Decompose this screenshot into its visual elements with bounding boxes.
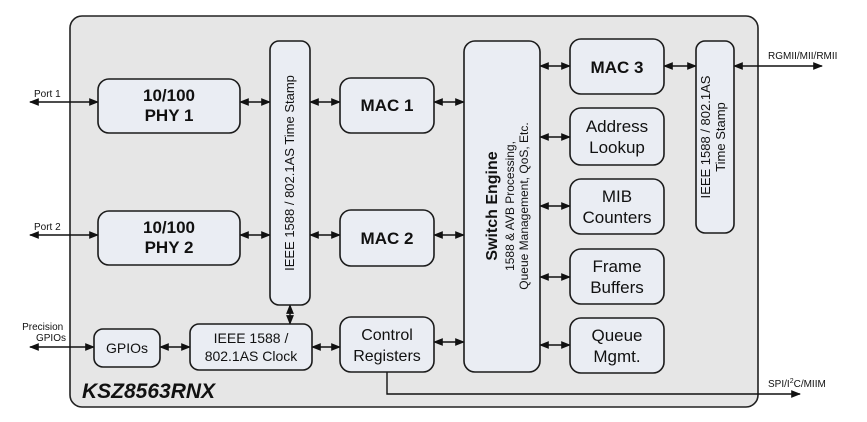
svg-text:Buffers: Buffers (590, 278, 644, 297)
queue-mgmt-block: Queue Mgmt. (569, 317, 665, 374)
svg-text:IEEE 1588 / 802.1AS: IEEE 1588 / 802.1AS (698, 75, 713, 198)
mac1-block: MAC 1 (339, 77, 435, 134)
mac3-block: MAC 3 (569, 38, 665, 95)
control-spi-link (386, 372, 801, 398)
svg-text:Counters: Counters (583, 208, 652, 227)
mac2-block: MAC 2 (339, 209, 435, 267)
mib-counters-block: MIB Counters (569, 178, 665, 235)
gpios-block: GPIOs (93, 328, 161, 368)
svg-text:GPIOs: GPIOs (106, 340, 148, 356)
clock-block: IEEE 1588 / 802.1AS Clock (189, 323, 313, 371)
svg-text:802.1AS Clock: 802.1AS Clock (205, 348, 299, 364)
rgmii-label: RGMII/MII/RMII (768, 51, 837, 62)
time-stamp-left-block: IEEE 1588 / 802.1AS Time Stamp (269, 40, 311, 306)
connections (29, 62, 823, 398)
svg-text:Address: Address (586, 117, 648, 136)
address-lookup-block: Address Lookup (569, 107, 665, 166)
svg-text:MAC 1: MAC 1 (361, 96, 414, 115)
svg-text:MIB: MIB (602, 187, 632, 206)
spi-label: SPI/I2C/MIIM (768, 378, 826, 390)
svg-text:Registers: Registers (353, 348, 421, 365)
port2-label: Port 2 (34, 222, 61, 233)
svg-text:10/100: 10/100 (143, 86, 195, 105)
svg-text:PHY 1: PHY 1 (145, 106, 194, 125)
svg-text:Mgmt.: Mgmt. (593, 347, 640, 366)
svg-text:Frame: Frame (592, 257, 641, 276)
switch-engine-block: Switch Engine 1588 & AVB Processing, Que… (463, 40, 541, 373)
svg-text:Lookup: Lookup (589, 138, 645, 157)
svg-text:MAC 3: MAC 3 (591, 58, 644, 77)
phy2-block: 10/100 PHY 2 (97, 210, 241, 266)
svg-text:Queue Management, QoS, Etc.: Queue Management, QoS, Etc. (517, 122, 531, 289)
chip-name: KSZ8563RNX (82, 380, 217, 403)
svg-text:Control: Control (361, 327, 413, 344)
svg-text:1588 & AVB Processing,: 1588 & AVB Processing, (503, 141, 517, 271)
frame-buffers-block: Frame Buffers (569, 248, 665, 305)
svg-text:IEEE 1588 /: IEEE 1588 / (214, 330, 289, 346)
time-stamp-right-block: IEEE 1588 / 802.1AS Time Stamp (695, 40, 735, 234)
port1-label: Port 1 (34, 89, 61, 100)
svg-text:10/100: 10/100 (143, 218, 195, 237)
svg-text:Queue: Queue (591, 326, 642, 345)
svg-text:IEEE 1588 / 802.1AS Time Stamp: IEEE 1588 / 802.1AS Time Stamp (282, 75, 297, 271)
svg-text:Time Stamp: Time Stamp (713, 102, 728, 172)
svg-text:PHY 2: PHY 2 (145, 238, 194, 257)
control-registers-block: Control Registers (339, 316, 435, 373)
svg-text:MAC 2: MAC 2 (361, 229, 414, 248)
phy1-block: 10/100 PHY 1 (97, 78, 241, 134)
svg-text:Switch Engine: Switch Engine (484, 151, 501, 260)
precision-gpios-label: Precision GPIOs (22, 322, 66, 344)
